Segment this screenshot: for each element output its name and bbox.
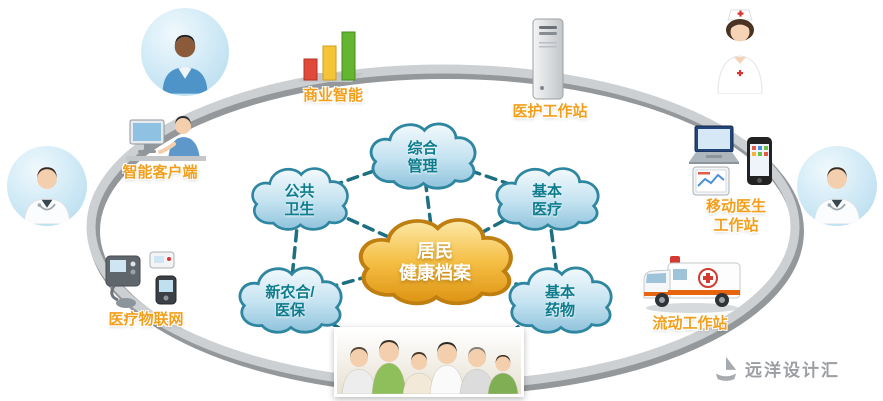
label-text-line1: 移动医生: [705, 198, 766, 215]
doctor-avatar-right: [797, 146, 877, 226]
nurse-icon: [708, 6, 772, 95]
label-text: 医护工作站: [512, 103, 588, 120]
label-medical-workstation: 医护工作站: [495, 103, 605, 122]
cloud-node-public-health: 公共 卫生: [247, 162, 352, 232]
cloud-label-management: 综合 管理: [365, 125, 480, 191]
label-text: 医疗物联网: [108, 311, 184, 328]
businessman-avatar: [141, 8, 229, 96]
label-text: 商业智能: [302, 87, 363, 104]
cloud-label-basic-drugs: 基本 药物: [504, 269, 616, 335]
cloud-label-line1: 基本: [531, 183, 562, 200]
cloud-label-public-health: 公共 卫生: [247, 170, 352, 232]
cloud-shape: [251, 167, 349, 231]
cloud-label-line1: 新农合/: [265, 284, 315, 301]
desktop-user-svg: [126, 116, 206, 161]
businessman-icon: [162, 34, 208, 94]
cloud-node-resident-health-record: 居民 健康档案: [352, 211, 518, 307]
yuanyang-logo-icon: [715, 356, 737, 381]
bar-chart-svg: [298, 31, 364, 82]
cloud-label-line1: 基本: [544, 284, 575, 301]
medical-devices-icon: [104, 248, 188, 310]
family-photo-svg: [337, 330, 521, 394]
cloud-label-line2: 医保: [274, 302, 305, 319]
server-tower-svg: [532, 18, 564, 100]
cloud-label-line2: 管理: [407, 158, 438, 175]
cloud-label-line1: 综合: [407, 140, 438, 157]
label-smart-client: 智能客户端: [110, 164, 210, 183]
ambulance-icon: [640, 250, 744, 314]
label-text: 智能客户端: [122, 164, 198, 181]
center-cloud-label: 居民 健康档案: [352, 219, 518, 307]
cloud-shape: [495, 167, 600, 231]
tablet-svg: [692, 166, 730, 196]
cloud-label-basic-medical: 基本 医疗: [491, 170, 603, 232]
bar-chart-icon: [296, 26, 366, 86]
cloud-shape: [369, 122, 477, 190]
smartphone-svg: [747, 137, 772, 185]
cloud-shape: [358, 218, 513, 306]
family-photo: [334, 327, 524, 397]
desktop-user-icon: [126, 110, 206, 166]
cloud-node-rural-insurance: 新农合/ 医保: [234, 261, 346, 335]
cloud-label-rural-insurance: 新农合/ 医保: [234, 269, 346, 335]
label-business-intelligence: 商业智能: [284, 87, 382, 106]
center-cloud-line1: 居民: [417, 241, 453, 262]
doctor-icon: [24, 167, 70, 224]
label-mobile-doctor-workstation: 移动医生 工作站: [684, 198, 788, 236]
medical-devices-svg: [105, 251, 177, 308]
nurse-svg: [717, 9, 763, 95]
tablet-icon: [692, 166, 730, 196]
doctor-avatar-left: [7, 146, 87, 226]
laptop-svg: [689, 125, 739, 164]
label-text: 流动工作站: [652, 315, 728, 332]
cloud-label-line2: 医疗: [531, 201, 562, 218]
doctor-icon: [814, 167, 860, 224]
label-text-line2: 工作站: [713, 216, 759, 234]
cloud-label-line2: 药物: [544, 302, 575, 319]
cloud-node-management: 综合 管理: [365, 117, 480, 191]
ambulance-svg: [643, 256, 741, 313]
center-cloud-line2: 健康档案: [399, 263, 471, 283]
cloud-node-basic-drugs: 基本 药物: [504, 261, 616, 335]
laptop-icon: [686, 124, 742, 166]
cloud-shape: [238, 266, 343, 334]
watermark-text: 远洋设计汇: [745, 360, 840, 380]
cloud-shape: [508, 266, 613, 334]
server-tower-icon: [530, 18, 566, 100]
cloud-node-basic-medical: 基本 医疗: [491, 162, 603, 232]
cloud-label-line2: 卫生: [284, 201, 315, 218]
watermark: 远洋设计汇: [714, 354, 840, 382]
cloud-label-line1: 公共: [284, 183, 315, 200]
smartphone-icon: [746, 136, 773, 186]
label-mobile-workstation: 流动工作站: [632, 315, 748, 334]
label-medical-iot: 医疗物联网: [92, 311, 200, 330]
